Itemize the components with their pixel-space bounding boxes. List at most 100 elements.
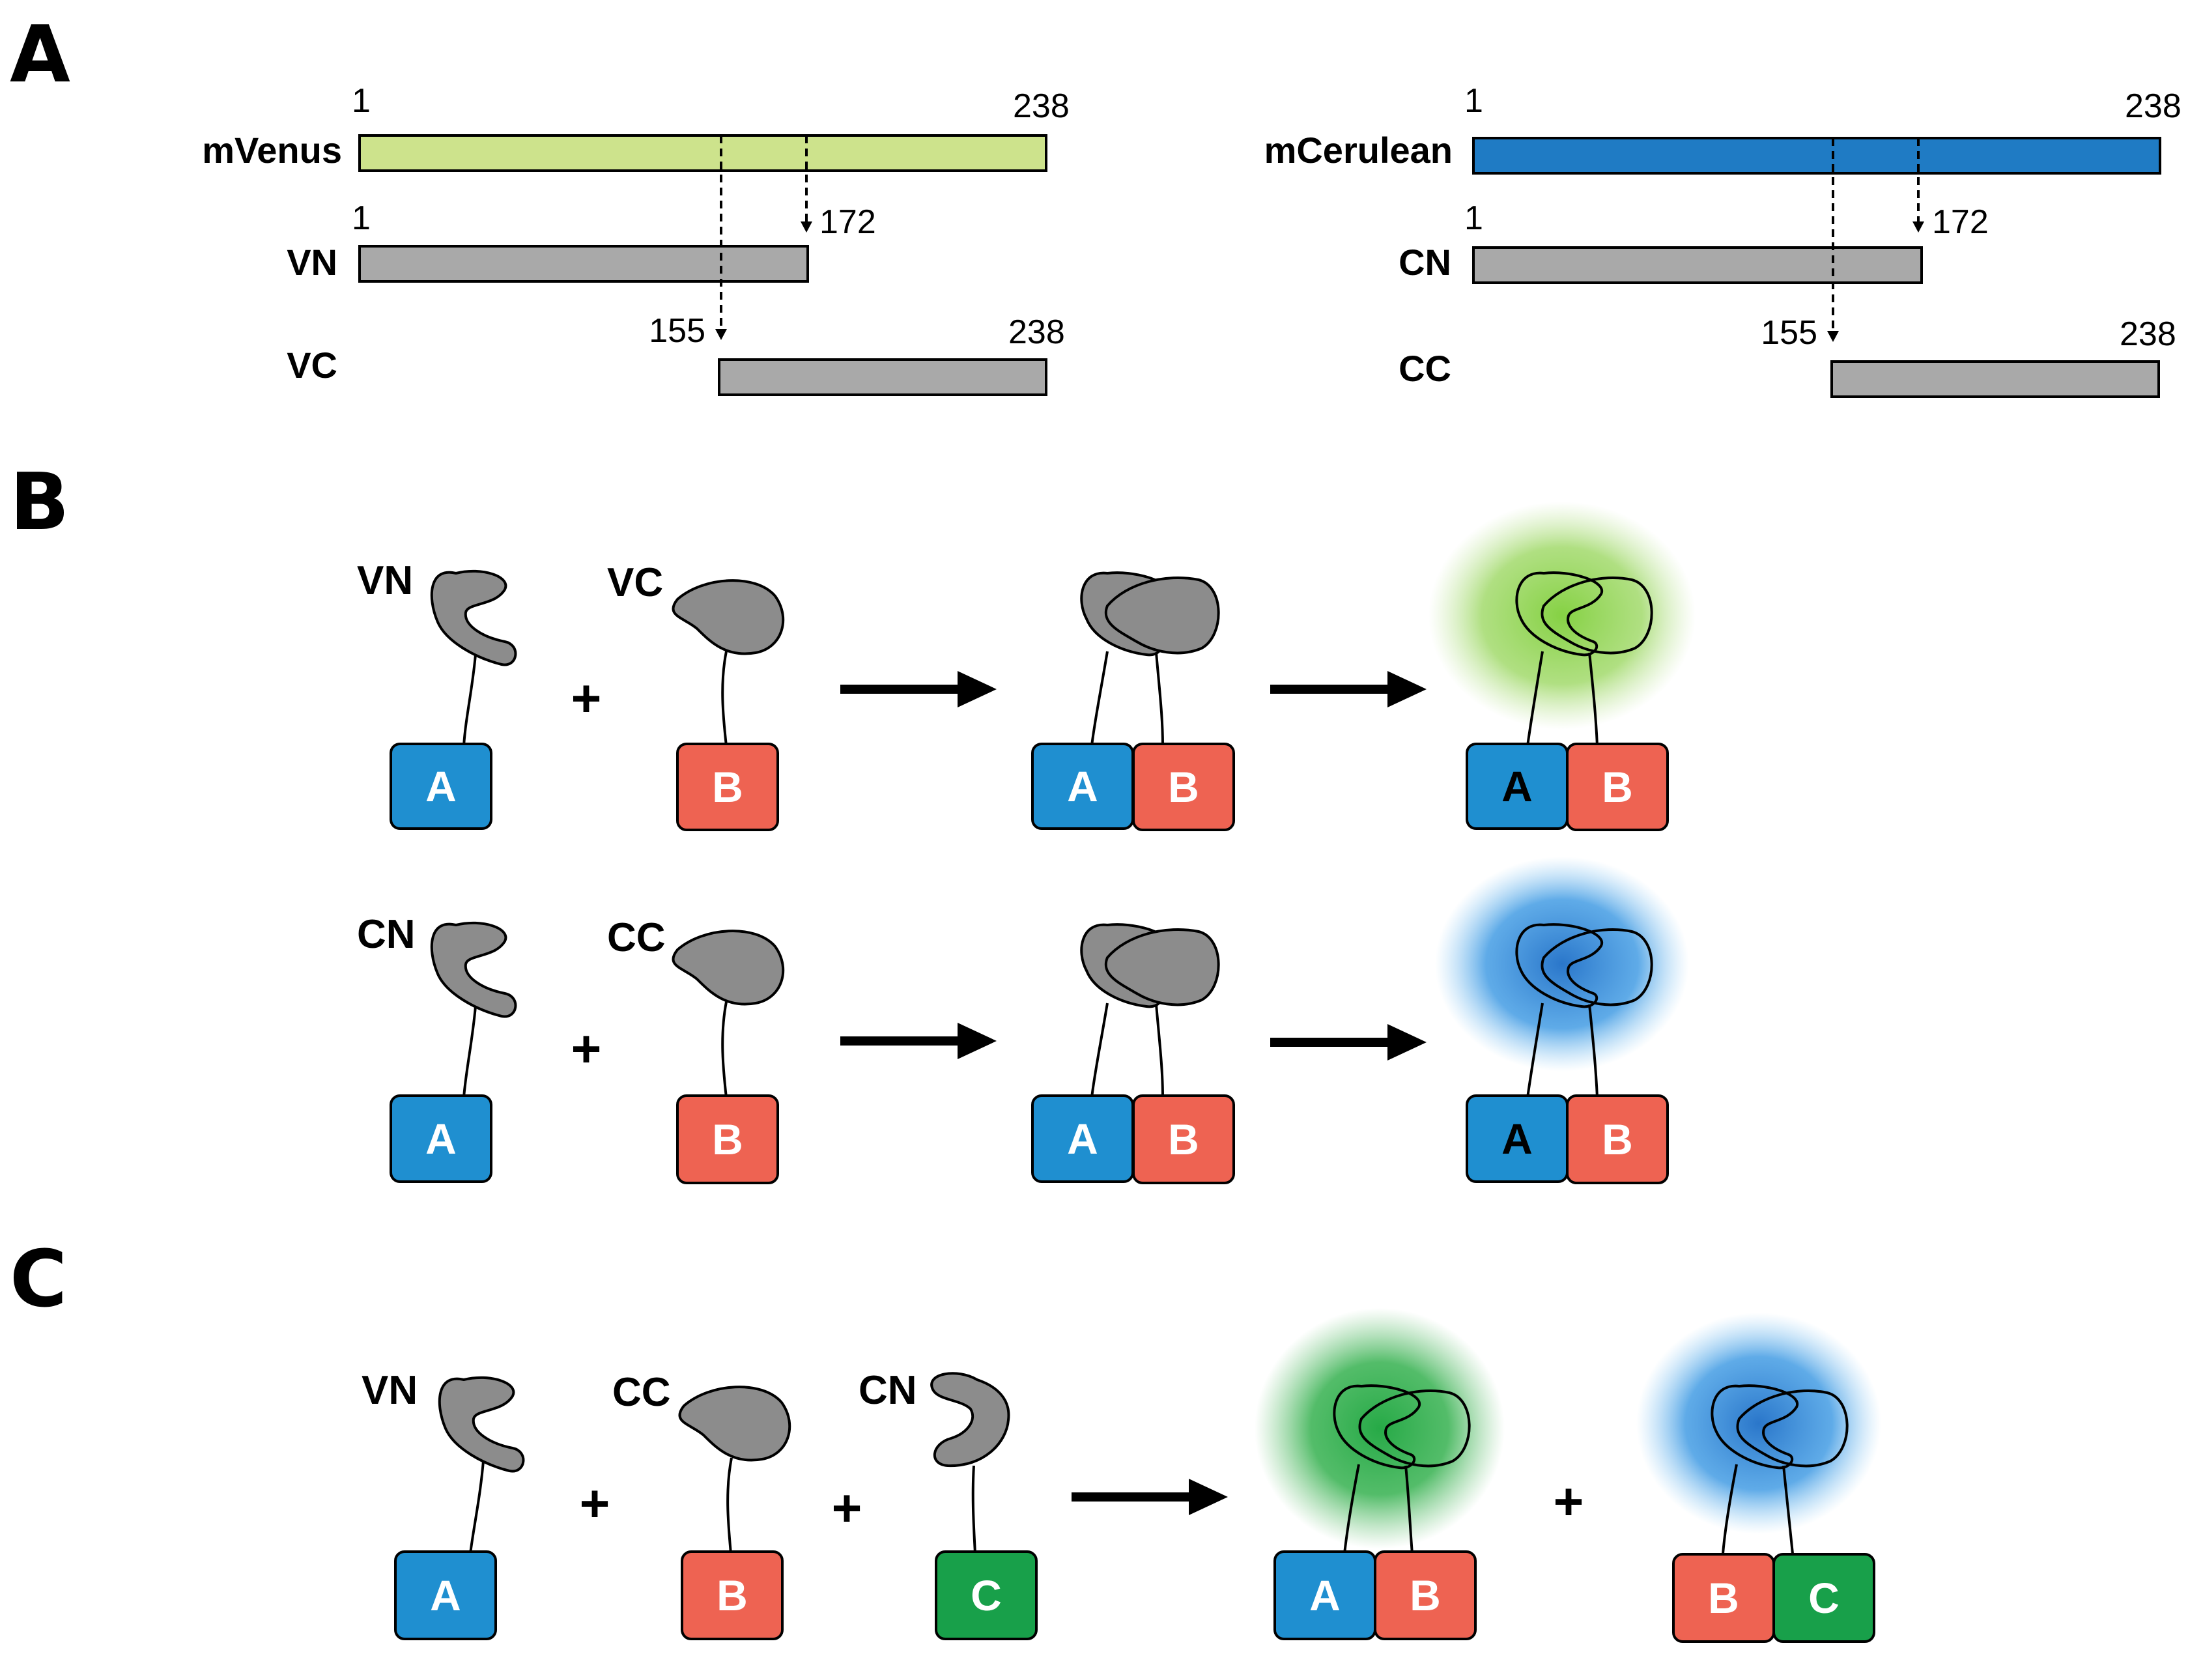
mcerulean-start: 1 [1464,82,1483,120]
c-green-c [1358,1389,1471,1468]
c-frag2-label: CC [612,1370,671,1415]
venus-map: mVenus 1 238 VN 1 172 VC 155 238 [202,82,1070,396]
row2-fluor-tether-b [1588,1004,1599,1098]
cc-end: 238 [2120,315,2176,353]
cerulean-map: mCerulean 1 238 CN 1 172 CC 155 238 [1264,82,2182,398]
c-protein-c-label: C [971,1571,1002,1619]
row1-fluor-tether-b [1588,652,1599,747]
c-frag1-label: VN [362,1368,418,1413]
c-blue-glow [1636,1313,1881,1534]
c-protein-a [394,1550,497,1640]
row1-complex-tether-b [1155,652,1164,747]
c-protein-b-label: B [717,1571,748,1619]
vn-label: VN [287,242,337,283]
c-arrow-head [1189,1479,1228,1515]
row2-complex-protein-a-label: A [1067,1115,1098,1163]
row1-fluor-protein-b [1566,743,1669,831]
row2-tether-a [462,1006,477,1098]
row2-tether-b [721,1001,728,1098]
row2-protein-a [390,1094,492,1183]
mvenus-end: 238 [1013,87,1070,125]
c-cn-fragment-shape [930,1372,1010,1468]
row2-protein-a-label: A [425,1115,457,1163]
row2-fluor-protein-b-label: B [1602,1115,1633,1163]
row1-frag2-label: VC [607,560,663,605]
c-vn-fragment-shape [438,1376,525,1473]
row2-complex-tether-a [1090,1003,1109,1098]
row1-complex-protein-b [1132,743,1235,831]
row1-arrow-1-head [958,671,997,707]
row1-plus: + [571,670,602,728]
row2-fluor-c [1541,928,1653,1006]
mcerulean-bar [1472,137,2161,175]
mvenus-bar [358,134,1047,172]
row1-complex-c [1104,577,1220,655]
c-green-tether-a [1343,1464,1360,1554]
cc-label: CC [1399,348,1451,389]
row2-arrow-1-head [958,1023,997,1059]
row2-plus: + [571,1020,602,1078]
row1-fluor-tether-a [1526,651,1544,747]
mcerulean-label: mCerulean [1264,130,1453,171]
panel-a-letter: A [10,10,70,100]
c-blue-tether-b [1722,1464,1738,1554]
row2-protein-b [676,1094,779,1184]
vc-cut-arrowhead [715,329,727,340]
row1-fluor-protein-a-label: A [1501,762,1533,810]
row2-blue-glow [1435,857,1689,1072]
c-green-tether-b [1404,1465,1414,1554]
row1-complex-tether-a [1090,651,1109,747]
vn-bar [358,245,809,283]
row1-tether-b [721,651,728,747]
c-tether-a [469,1460,485,1554]
row1-protein-a-label: A [425,762,457,810]
c-green-protein-a-label: A [1309,1571,1341,1619]
c-frag3-label: CN [859,1368,917,1413]
panel-c-letter: C [10,1234,67,1325]
row1-tether-a [462,654,477,747]
cn-bar [1472,246,1923,284]
row2-protein-b-label: B [712,1115,743,1163]
row2-fluor-tether-a [1526,1003,1544,1098]
row1-protein-a [390,743,492,830]
mcerulean-end: 238 [2125,87,2182,125]
c-tether-c [971,1465,976,1554]
vn-cut-arrowhead [801,221,812,233]
c-protein-a-label: A [430,1571,461,1619]
row1-fluor-protein-b-label: B [1602,763,1633,811]
row1-frag1-label: VN [357,558,413,603]
row1-complex-protein-b-label: B [1168,763,1199,811]
panel-b-row1: VN A + VC B A B A B [357,502,1696,831]
cc-cut-arrowhead [1827,331,1839,342]
row2-fluor-protein-a-label: A [1501,1115,1533,1163]
vn-start: 1 [352,199,371,237]
row1-fluor-n [1515,571,1604,657]
vc-bar [718,358,1047,396]
c-green-n [1333,1384,1421,1470]
c-protein-b [681,1550,784,1640]
panel-b-row2: CN A + CC B A B A B [357,857,1689,1184]
c-protein-c [935,1550,1038,1640]
row2-fluor-protein-b [1566,1094,1669,1184]
panel-b-letter: B [10,457,69,548]
cn-fragment-shape [430,921,517,1018]
row2-complex-c [1104,928,1220,1006]
cn-start: 1 [1464,199,1483,237]
row2-complex-tether-b [1155,1004,1164,1098]
vc-start: 155 [649,312,705,350]
row2-complex-protein-b [1132,1094,1235,1184]
c-green-protein-b [1374,1550,1477,1640]
cn-label: CN [1399,242,1451,283]
c-green-glow [1255,1308,1505,1549]
c-plus-2: + [832,1479,862,1537]
c-plus-3: + [1554,1473,1584,1531]
vc-fragment-shape [672,579,785,655]
c-blue-tether-c [1782,1465,1794,1554]
c-blue-protein-c-label: C [1808,1574,1840,1622]
row1-green-glow [1428,502,1696,730]
cc-fragment-shape [672,930,785,1006]
c-blue-n [1711,1384,1799,1470]
c-blue-protein-b-label: B [1708,1574,1739,1622]
vc-label: VC [287,345,337,386]
